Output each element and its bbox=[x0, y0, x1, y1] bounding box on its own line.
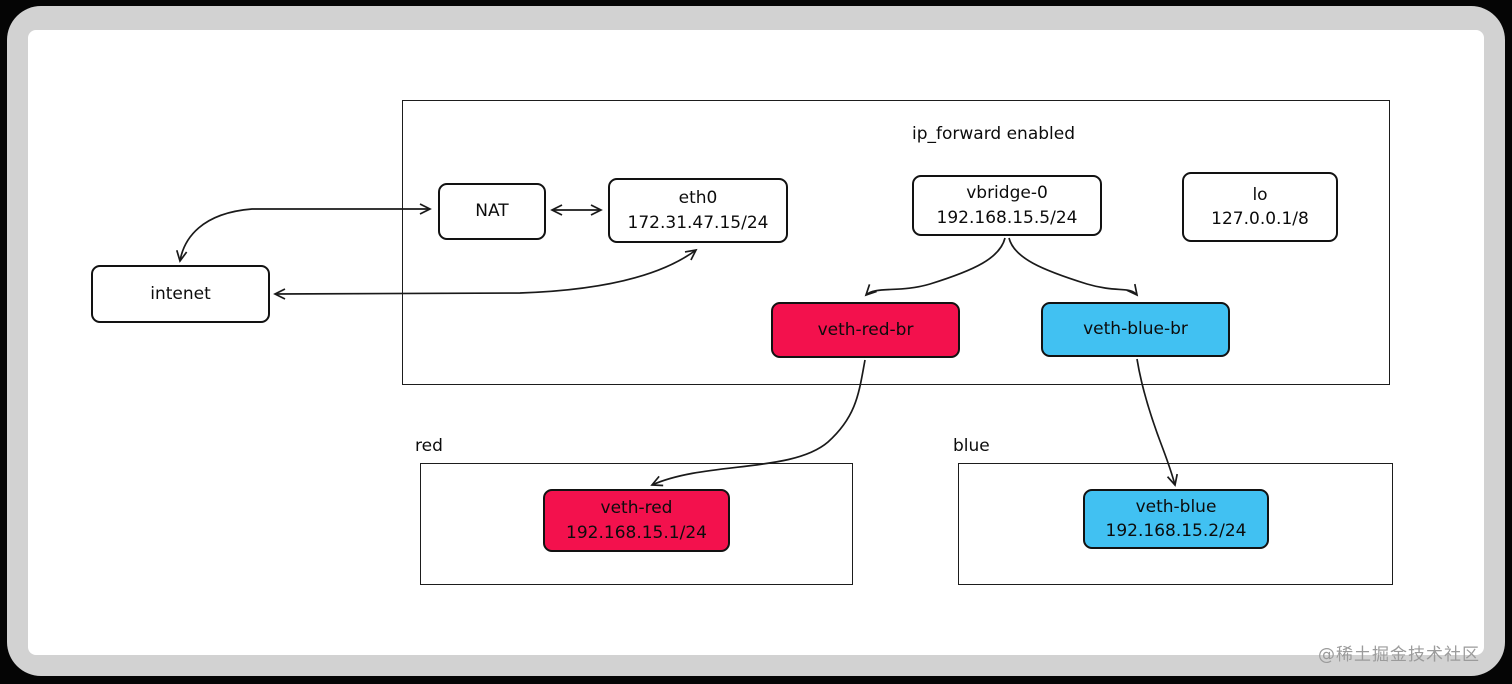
node-eth0-ip: 172.31.47.15/24 bbox=[627, 212, 769, 233]
node-veth-blue-ip: 192.168.15.2/24 bbox=[1105, 521, 1247, 541]
watermark: @稀土掘金技术社区 bbox=[1318, 645, 1480, 665]
node-eth0: eth0 172.31.47.15/24 bbox=[608, 178, 788, 243]
node-veth-red-label: veth-red bbox=[600, 498, 673, 519]
node-veth-blue-br: veth-blue-br bbox=[1041, 302, 1230, 357]
host-title: ip_forward enabled bbox=[912, 124, 1076, 144]
node-veth-blue: veth-blue 192.168.15.2/24 bbox=[1083, 489, 1269, 549]
blue-namespace-title: blue bbox=[953, 436, 990, 456]
node-nat-label: NAT bbox=[475, 201, 509, 222]
node-vbridge-ip: 192.168.15.5/24 bbox=[936, 207, 1078, 228]
node-veth-red: veth-red 192.168.15.1/24 bbox=[543, 489, 730, 552]
node-lo-label: lo bbox=[1252, 184, 1268, 205]
node-veth-red-br-label: veth-red-br bbox=[817, 319, 914, 340]
node-lo: lo 127.0.0.1/8 bbox=[1182, 172, 1338, 242]
node-veth-red-ip: 192.168.15.1/24 bbox=[566, 522, 707, 543]
red-namespace-title: red bbox=[415, 436, 443, 456]
node-vbridge-label: vbridge-0 bbox=[966, 183, 1048, 204]
node-veth-blue-label: veth-blue bbox=[1135, 496, 1217, 517]
node-veth-red-br: veth-red-br bbox=[771, 302, 960, 358]
node-vbridge: vbridge-0 192.168.15.5/24 bbox=[912, 175, 1102, 236]
node-nat: NAT bbox=[438, 183, 546, 240]
node-lo-ip: 127.0.0.1/8 bbox=[1211, 209, 1309, 229]
node-veth-blue-br-label: veth-blue-br bbox=[1083, 319, 1188, 340]
node-internet-label: intenet bbox=[150, 283, 211, 304]
node-internet: intenet bbox=[91, 265, 270, 323]
node-eth0-label: eth0 bbox=[678, 188, 718, 209]
